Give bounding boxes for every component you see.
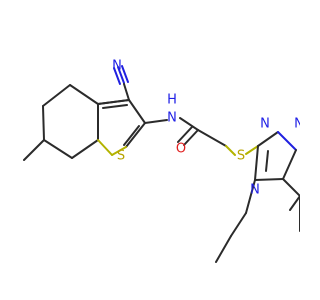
triazole-double-bond (265, 150, 269, 172)
thiophene-s-bond-2 (97, 139, 113, 156)
triazole-bond-4 (254, 178, 284, 181)
thiophene-double-bond-b (123, 125, 140, 146)
carbonyl-oxygen-label: O (176, 142, 186, 157)
propyl-bond-3 (215, 235, 232, 263)
nh-bond (144, 119, 168, 124)
propyl-bond-1 (245, 179, 256, 214)
triazole-nitrogen-2-label: N (294, 117, 300, 132)
cyano-nitrogen-label: N (112, 59, 122, 74)
cyano-triple-bond-2 (113, 67, 121, 85)
carbonyl-bond-2 (177, 126, 193, 143)
ring-bond-5 (43, 139, 73, 159)
cyano-to-ring-bond (123, 83, 130, 101)
amide-nitrogen-label: N (167, 111, 177, 126)
ring-bond-4 (42, 105, 45, 141)
molecule-canvas: N N H O S S N N N (23, 59, 300, 263)
thioether-bond-1 (225, 145, 236, 156)
cyano-triple-bond-3 (121, 65, 129, 83)
amide-hydrogen-label: H (167, 93, 177, 108)
ch2-bond (197, 129, 227, 147)
thioether-sulfur-label: S (237, 149, 245, 164)
thioether-bond-2 (245, 145, 259, 155)
carbonyl-bond-1 (183, 129, 199, 146)
propyl-bond-2 (230, 212, 247, 237)
cyano-triple-bond-1 (117, 66, 125, 84)
triazole-nitrogen-1-label: N (260, 117, 270, 132)
triazole-bond-1 (257, 131, 279, 147)
thiophene-bond-2 (128, 99, 146, 124)
thiophene-bond-3 (125, 122, 146, 148)
isopropyl-bond-1 (282, 178, 300, 197)
triazole-nitrogen-3-label: N (250, 183, 260, 198)
ring-bond-6 (71, 139, 99, 159)
ring-bond-3 (42, 84, 71, 107)
triazole-bond-2 (277, 131, 297, 151)
thiophene-bond-1 (97, 99, 130, 105)
triazole-bond-5 (254, 145, 259, 181)
amide-carbon-bond (179, 117, 199, 131)
thiophene-double-bond-a (102, 104, 128, 109)
ring-bond-2 (69, 84, 99, 105)
thiophene-s-bond-1 (111, 146, 127, 156)
triazole-bond-3 (282, 149, 297, 180)
isopropyl-bond-3 (289, 195, 300, 211)
thiophene-sulfur-label: S (117, 149, 125, 164)
methyl-bond (23, 139, 45, 161)
molecule-structure: N N H O S S N N N (23, 59, 300, 263)
